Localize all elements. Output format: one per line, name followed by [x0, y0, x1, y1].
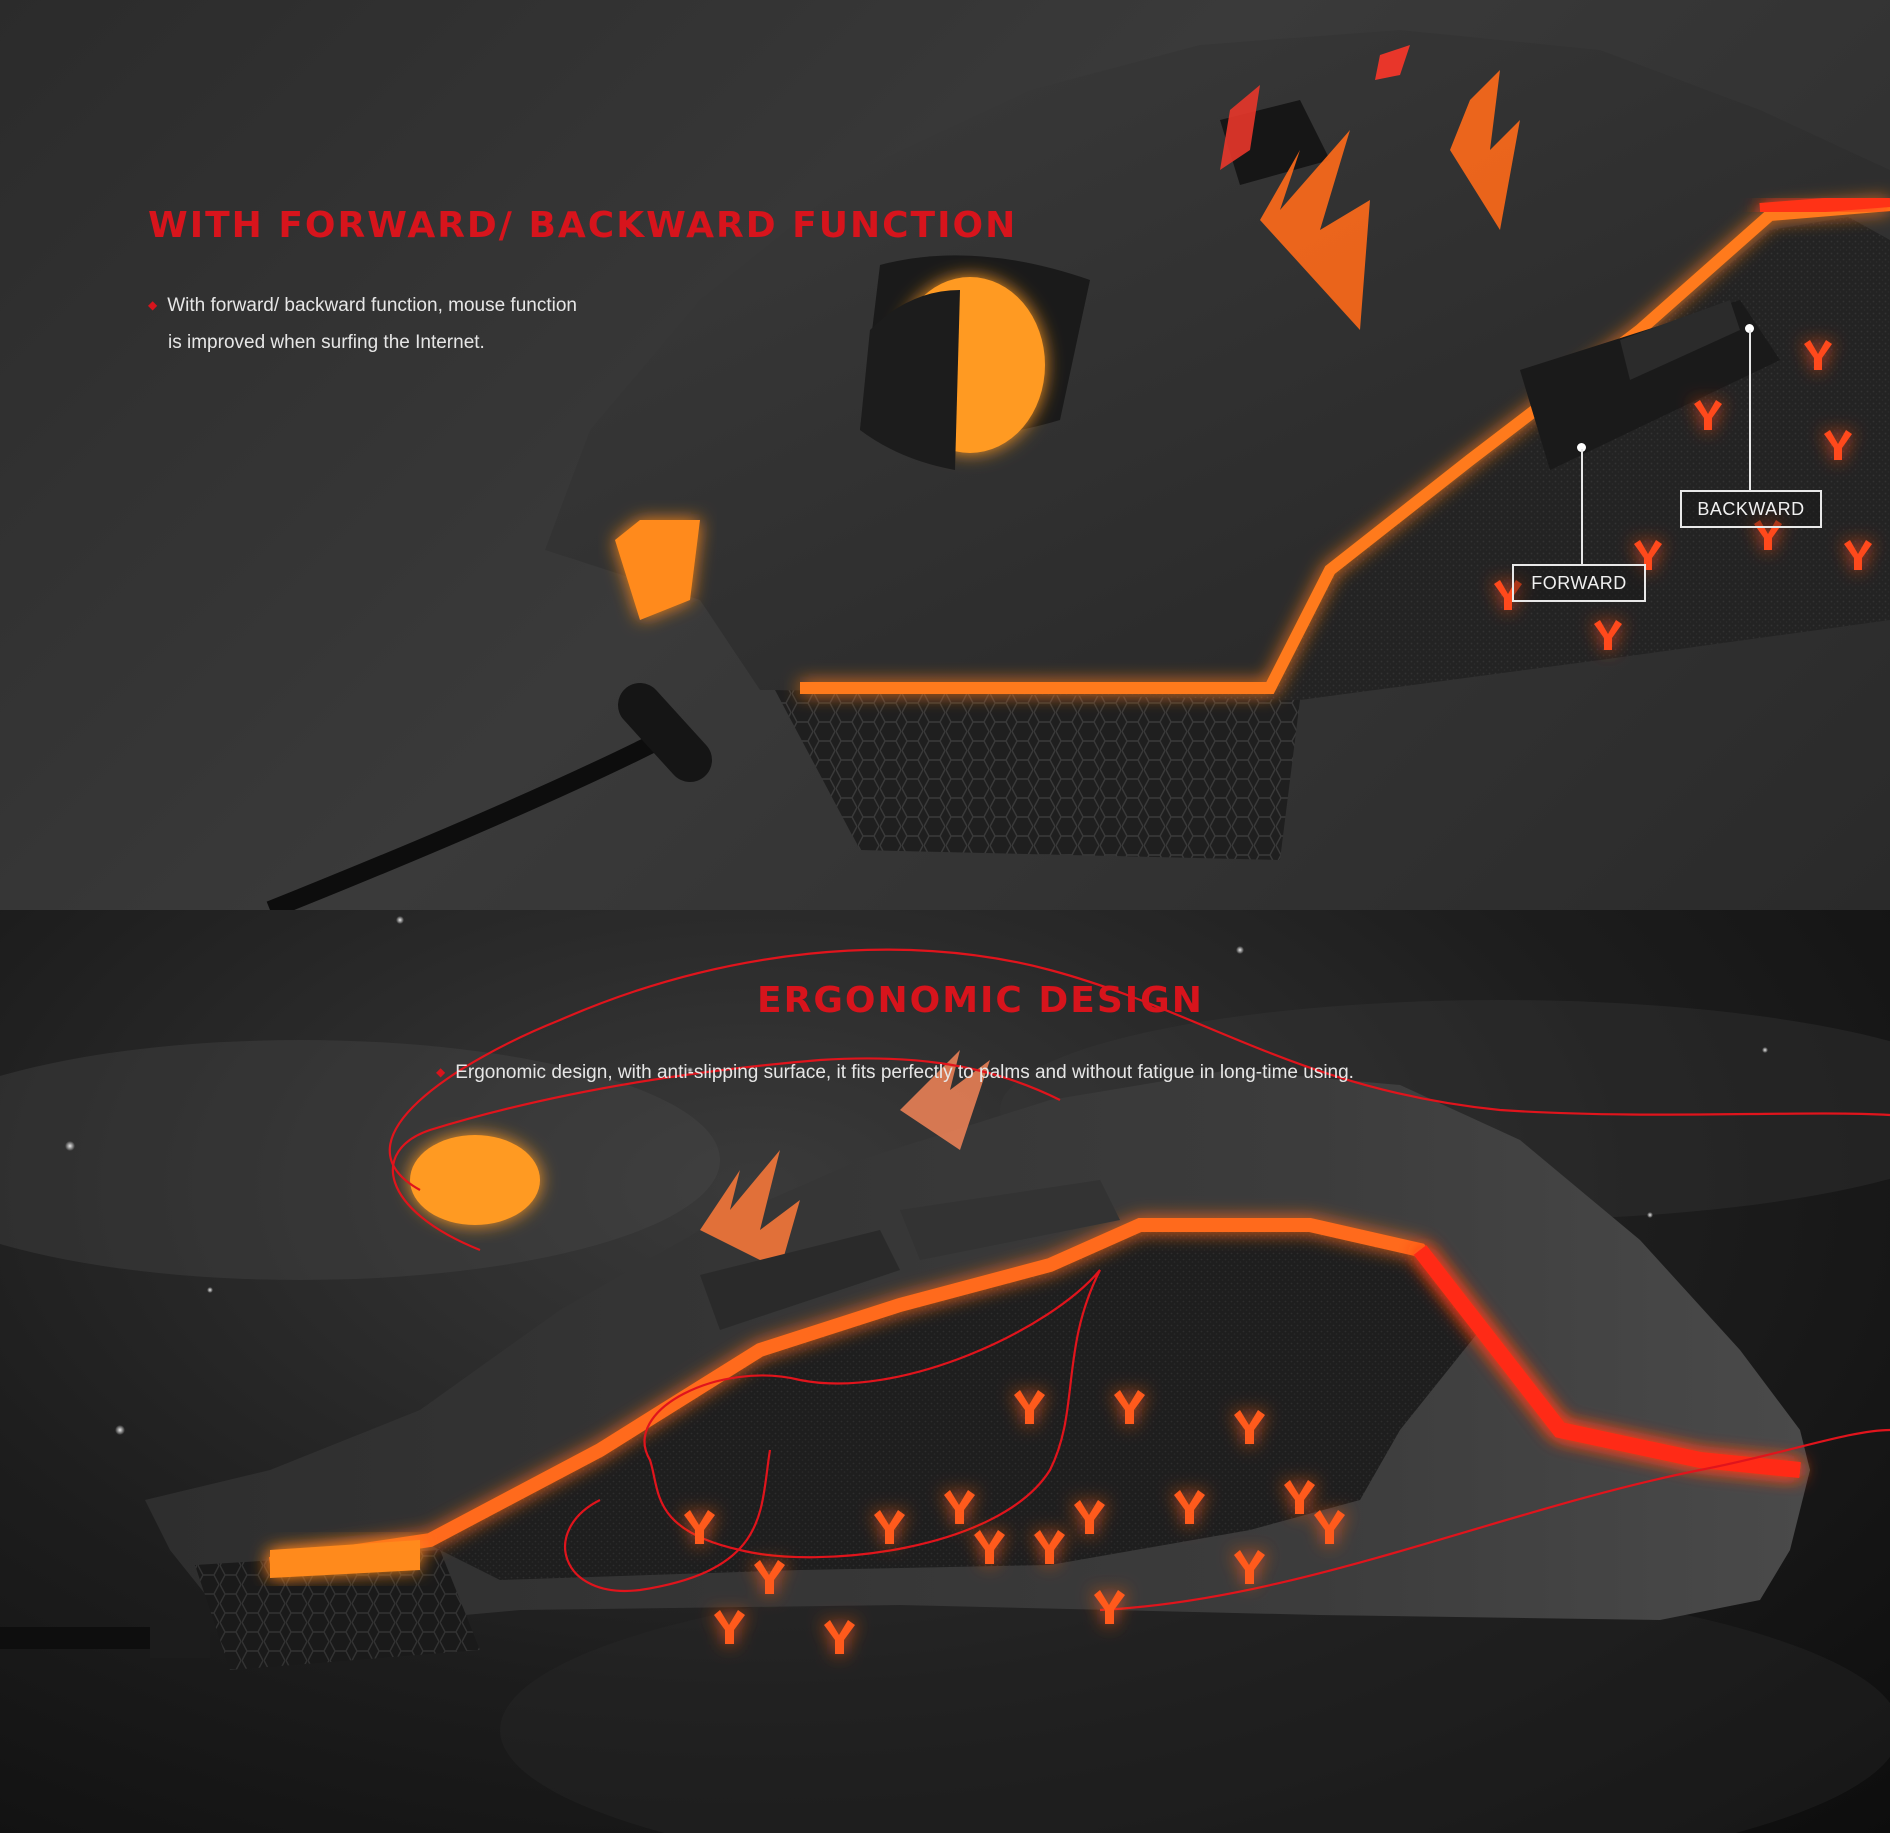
bullet-diamond-icon: ◆	[436, 1065, 446, 1079]
callout-leader-line	[1581, 449, 1583, 564]
description-line: With forward/ backward function, mouse f…	[167, 295, 577, 316]
section-description: ◆ Ergonomic design, with anti-slipping su…	[436, 1055, 1354, 1092]
mouse-side-view-image	[0, 916, 1890, 1833]
callout-leader-line	[1749, 330, 1751, 490]
bullet-diamond-icon: ◆	[148, 298, 158, 312]
section-heading: WITH FORWARD/ BACKWARD FUNCTION	[148, 205, 1018, 246]
forward-callout-label: FORWARD	[1512, 564, 1646, 602]
callout-anchor-dot	[1577, 443, 1586, 452]
forward-backward-section: WITH FORWARD/ BACKWARD FUNCTION ◆ With fo…	[0, 0, 1890, 910]
backward-callout-label: BACKWARD	[1680, 490, 1822, 528]
section-heading: ERGONOMIC DESIGN	[757, 980, 1204, 1021]
description-line: Ergonomic design, with anti-slipping sur…	[455, 1062, 1354, 1083]
mouse-top-view-image	[266, 30, 1890, 910]
description-line: is improved when surfing the Internet.	[168, 332, 485, 353]
section-description: ◆ With forward/ backward function, mouse …	[148, 288, 577, 360]
ergonomic-design-section: ERGONOMIC DESIGN ◆ Ergonomic design, with…	[0, 910, 1890, 1833]
callout-anchor-dot	[1745, 324, 1754, 333]
